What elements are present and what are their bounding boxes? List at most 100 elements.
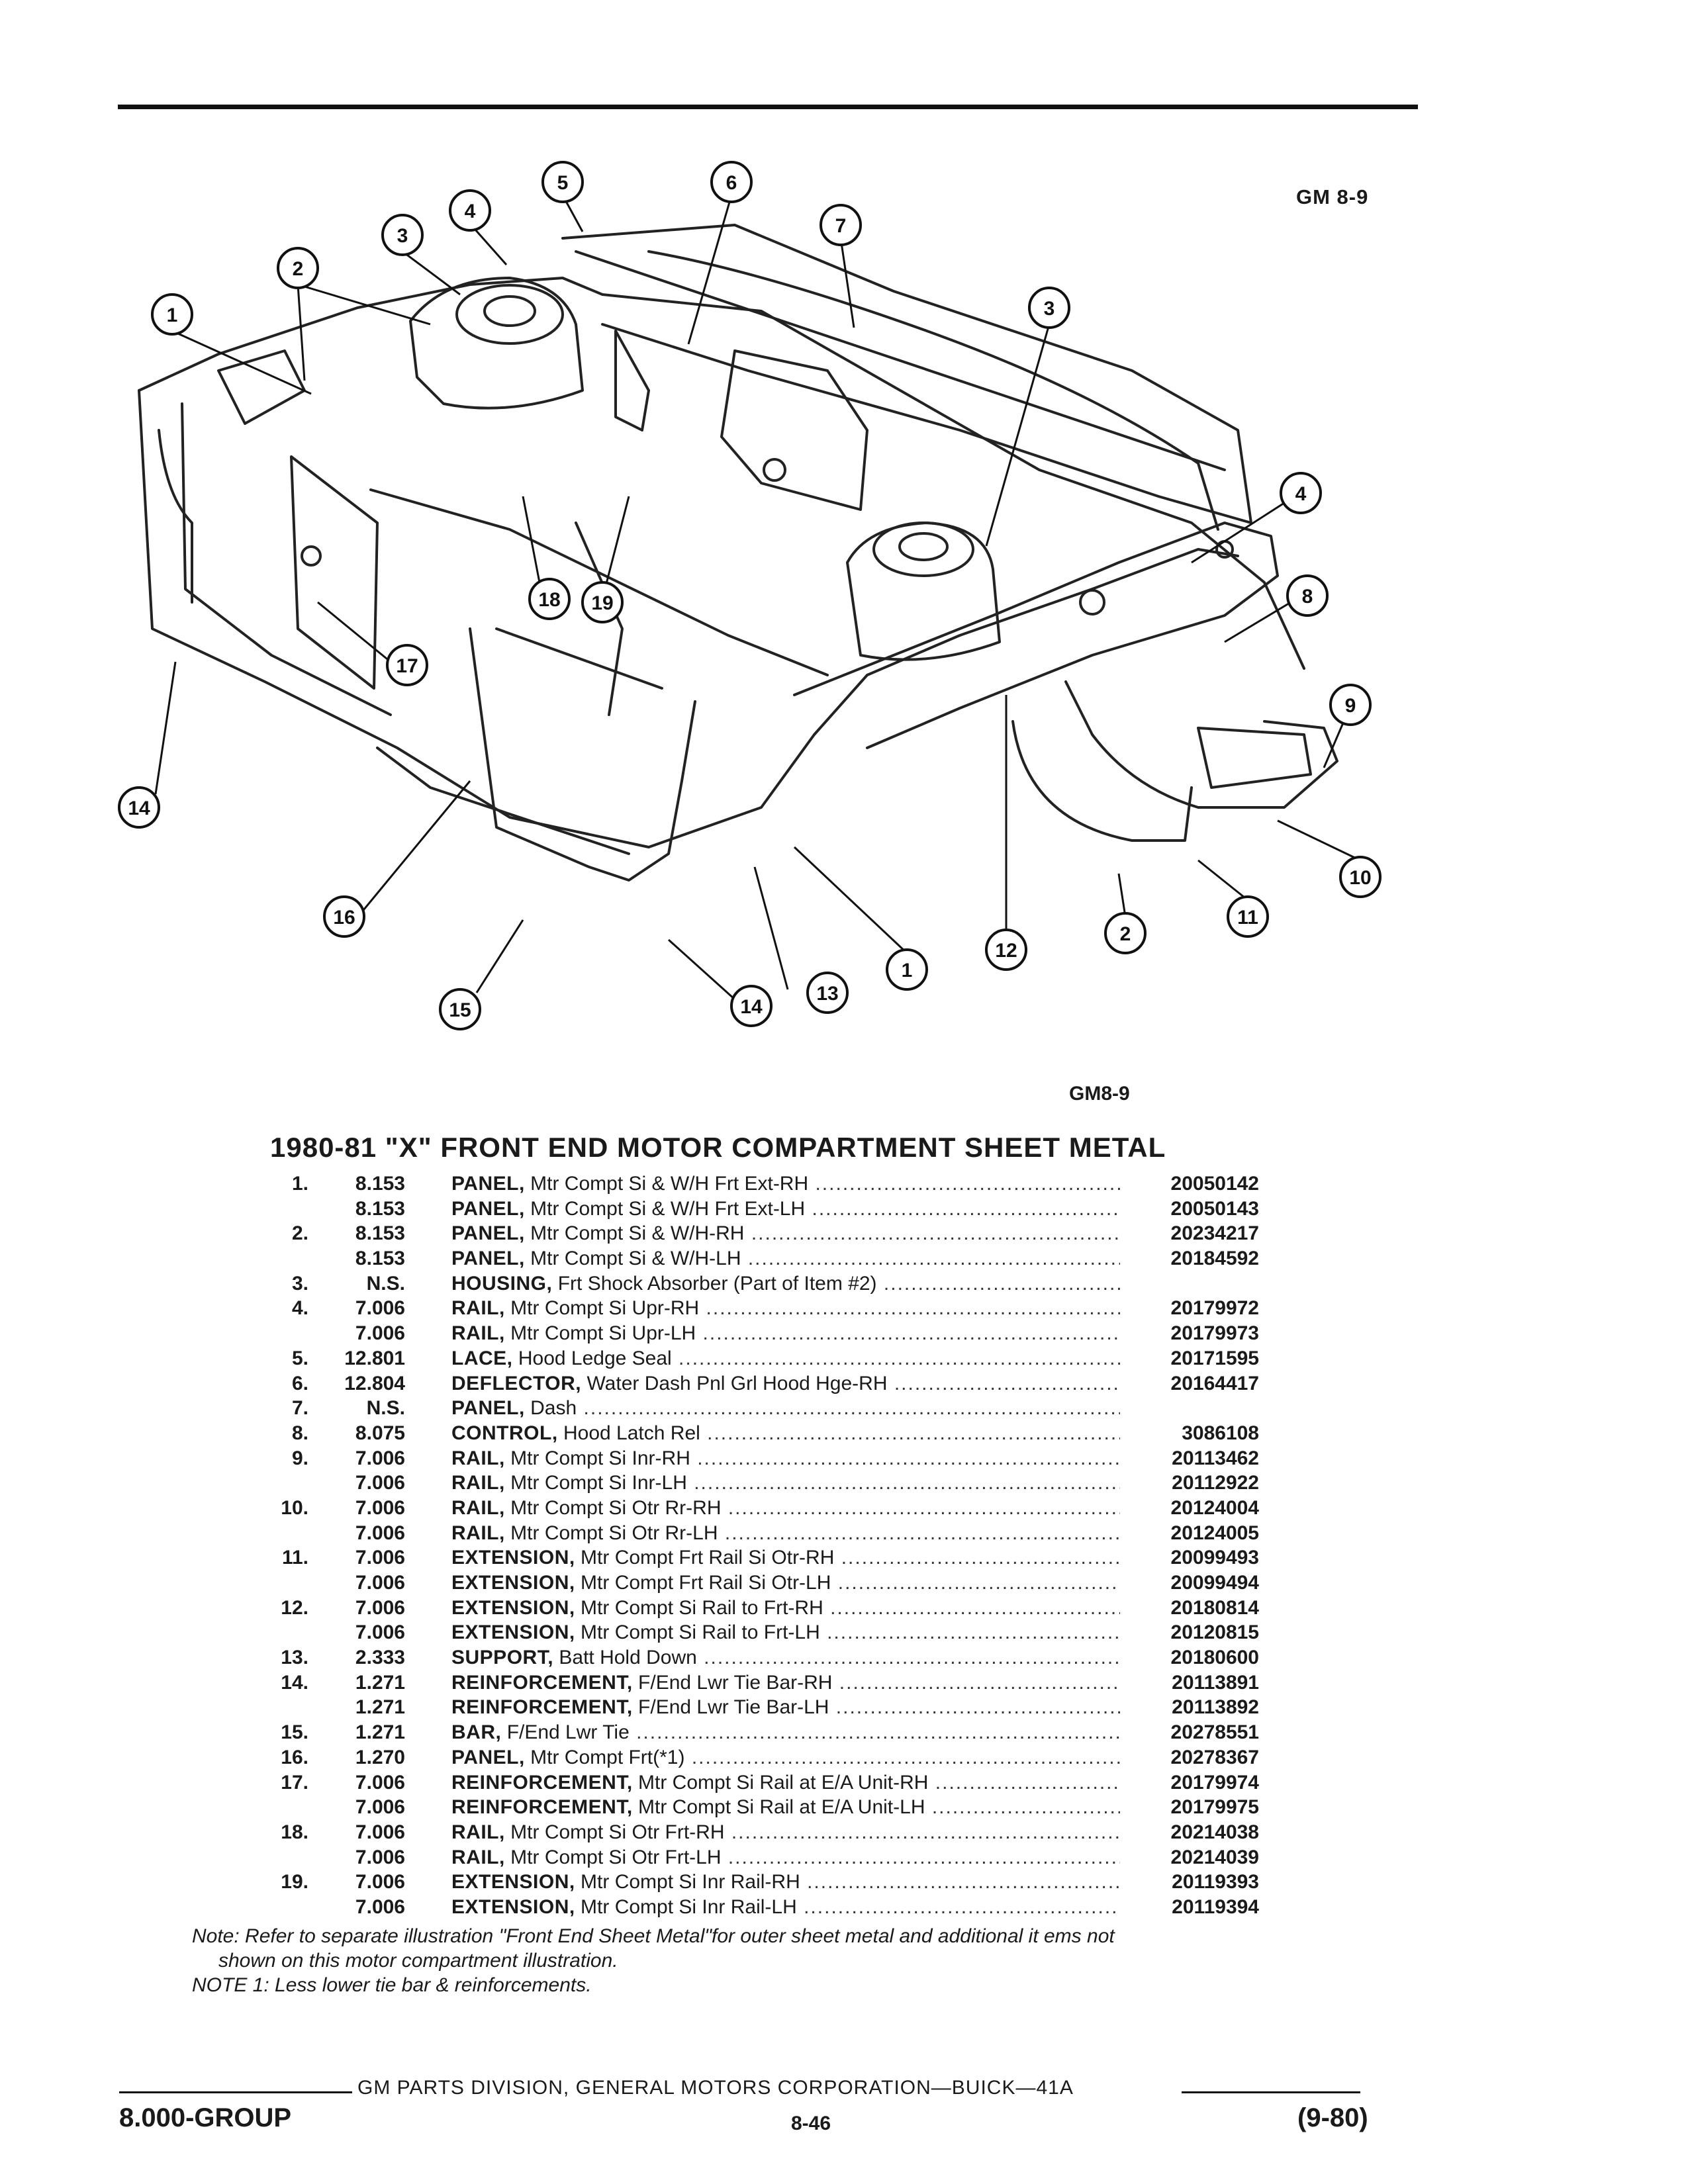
part-detail: Mtr Compt Si Otr Frt-LH — [510, 1846, 722, 1868]
part-number: 20050143 — [1170, 1197, 1259, 1220]
section-title: 1980-81 "X" FRONT END MOTOR COMPARTMENT … — [270, 1132, 1166, 1163]
part-detail: Hood Ledge Seal — [518, 1347, 672, 1369]
part-description: PANEL, Mtr Compt Frt(*1) ...............… — [451, 1745, 1120, 1770]
part-detail: Hood Latch Rel — [563, 1422, 700, 1444]
leader-dots: ........................................… — [812, 1197, 1121, 1220]
callout-label: 3 — [397, 225, 408, 247]
item-number: 17. — [281, 1771, 308, 1794]
leader-dots: ........................................… — [883, 1272, 1120, 1295]
part-number: 20099494 — [1170, 1572, 1259, 1594]
callout-label: 8 — [1302, 586, 1313, 608]
part-number: 20171595 — [1170, 1347, 1259, 1369]
part-number: 20120815 — [1170, 1621, 1259, 1644]
part-number: 20113462 — [1172, 1447, 1259, 1469]
group-number: 7.006 — [355, 1846, 405, 1868]
callout-label: 9 — [1345, 695, 1356, 717]
leader-dots: ........................................… — [636, 1721, 1120, 1744]
part-number: 20214038 — [1170, 1821, 1259, 1843]
part-name: SUPPORT, — [451, 1647, 554, 1669]
part-name: RAIL, — [451, 1472, 505, 1494]
leader-dots: ........................................… — [702, 1322, 1120, 1345]
part-number: 20119394 — [1172, 1895, 1259, 1918]
item-number: 18. — [281, 1821, 308, 1843]
part-name: CONTROL, — [451, 1422, 558, 1444]
callout-label: 2 — [1120, 923, 1131, 945]
part-description: PANEL, Dash ............................… — [451, 1396, 1120, 1421]
item-number: 2. — [291, 1222, 308, 1245]
callout-label: 11 — [1237, 907, 1258, 929]
part-number: 20184592 — [1170, 1248, 1259, 1270]
part-description: HOUSING, Frt Shock Absorber (Part of Ite… — [451, 1271, 1120, 1297]
part-description: DEFLECTOR, Water Dash Pnl Grl Hood Hge-R… — [451, 1371, 1120, 1396]
part-name: HOUSING, — [451, 1272, 553, 1295]
leader-dots: ........................................… — [691, 1746, 1120, 1768]
leader-dots: ........................................… — [837, 1572, 1120, 1594]
callout-label: 1 — [902, 960, 913, 981]
leader-dots: ........................................… — [583, 1397, 1120, 1420]
item-number: 5. — [291, 1347, 308, 1369]
group-number: 1.270 — [355, 1746, 405, 1768]
part-name: RAIL, — [451, 1496, 505, 1519]
part-number: 20113891 — [1172, 1671, 1259, 1694]
part-name: PANEL, — [451, 1173, 525, 1195]
part-name: EXTENSION, — [451, 1547, 575, 1569]
callout-label: 14 — [128, 797, 150, 819]
part-detail: Mtr Compt Si Otr Rr-LH — [510, 1522, 718, 1544]
part-description: RAIL, Mtr Compt Si Otr Frt-RH ..........… — [451, 1820, 1120, 1845]
part-detail: Mtr Compt Si Upr-LH — [510, 1322, 696, 1345]
leader-dots: ........................................… — [707, 1422, 1120, 1444]
part-row: 7.N.S.PANEL, Dash ......................… — [252, 1396, 1258, 1421]
part-description: RAIL, Mtr Compt Si Inr-RH ..............… — [451, 1446, 1120, 1471]
part-number: 20234217 — [1170, 1222, 1259, 1245]
part-name: EXTENSION, — [451, 1621, 575, 1644]
figure-code-top: GM 8-9 — [1296, 185, 1369, 208]
group-number: 7.006 — [355, 1821, 405, 1843]
group-number: 8.075 — [355, 1422, 405, 1444]
part-detail: Water Dash Pnl Grl Hood Hge-RH — [586, 1372, 888, 1394]
group-number: 1.271 — [355, 1671, 405, 1694]
part-number: 20124005 — [1170, 1522, 1259, 1544]
part-detail: Mtr Compt Si Inr Rail-RH — [581, 1871, 800, 1893]
part-name: BAR, — [451, 1721, 502, 1744]
item-number: 15. — [281, 1721, 308, 1744]
notes: Note: Refer to separate illustration "Fr… — [192, 1924, 1383, 1997]
part-description: EXTENSION, Mtr Compt Si Inr Rail-RH ....… — [451, 1870, 1120, 1895]
part-detail: Dash — [530, 1397, 577, 1420]
part-description: REINFORCEMENT, F/End Lwr Tie Bar-RH ....… — [451, 1670, 1120, 1696]
part-detail: Mtr Compt Frt Rail Si Otr-RH — [581, 1547, 835, 1569]
callout-label: 12 — [995, 940, 1017, 962]
callout-label: 17 — [396, 655, 418, 677]
part-detail: Mtr Compt Si & W/H Frt Ext-RH — [530, 1173, 809, 1195]
item-number: 3. — [291, 1272, 308, 1295]
part-detail: Mtr Compt Si Rail to Frt-LH — [581, 1621, 820, 1644]
part-description: PANEL, Mtr Compt Si & W/H Frt Ext-LH ...… — [451, 1197, 1120, 1222]
group-number: 7.006 — [355, 1796, 405, 1819]
group-number: 7.006 — [355, 1496, 405, 1519]
leader-dots: ........................................… — [931, 1796, 1120, 1819]
leader-dots: ........................................… — [815, 1173, 1120, 1195]
leader-dots: ........................................… — [804, 1895, 1120, 1918]
item-number: 6. — [291, 1372, 308, 1394]
group-number: 7.006 — [355, 1447, 405, 1469]
top-rule — [118, 105, 1418, 109]
note-line: Note: Refer to separate illustration "Fr… — [192, 1925, 1115, 1947]
part-name: RAIL, — [451, 1297, 505, 1320]
footer-rule-right — [1182, 2091, 1360, 2093]
group-number: 12.801 — [344, 1347, 405, 1369]
group-number: 7.006 — [355, 1771, 405, 1794]
callout-label: 13 — [816, 983, 838, 1005]
part-description: RAIL, Mtr Compt Si Upr-RH ..............… — [451, 1296, 1120, 1321]
part-name: DEFLECTOR, — [451, 1372, 582, 1394]
part-detail: Mtr Compt Frt Rail Si Otr-LH — [581, 1572, 831, 1594]
part-name: RAIL, — [451, 1846, 505, 1868]
